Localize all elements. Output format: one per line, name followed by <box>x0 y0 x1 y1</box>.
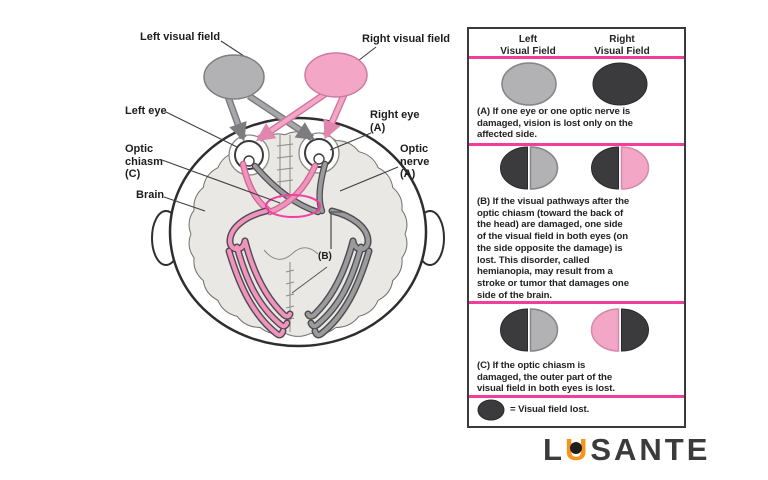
label-optic-chiasm: Optic chiasm (C) <box>125 143 163 180</box>
field-ellipse-c-left <box>500 308 559 352</box>
pink-field-projections <box>255 91 348 142</box>
legend-label: = Visual field lost. <box>510 404 590 415</box>
right-eye-shape <box>304 138 334 168</box>
field-ellipse-b-left <box>500 146 559 190</box>
label-left-visual-field: Left visual field <box>140 31 221 43</box>
label-right-visual-field: Right visual field <box>362 33 451 45</box>
brain-outline <box>188 131 408 337</box>
gray-field-projections <box>223 92 316 142</box>
panel-header-right: Right Visual Field <box>594 34 650 57</box>
leader-lines <box>161 40 399 212</box>
logo-letter-u: U <box>565 433 590 466</box>
field-ellipse-a-right <box>592 62 648 106</box>
label-optic-nerve: Optic nerve (A) <box>400 143 430 180</box>
legend-lost-ellipse <box>477 399 505 421</box>
panel-text-a: (A) If one eye or one optic nerve is dam… <box>477 106 633 141</box>
left-visual-field-ellipse <box>203 54 265 100</box>
field-ellipse-a-left <box>501 62 557 106</box>
panel-text-c: (C) If the optic chiasm is damaged, the … <box>477 360 615 395</box>
lusante-logo: LUSANTE <box>543 433 710 466</box>
logo-letters-sante: SANTE <box>590 432 711 467</box>
label-b-marker: (B) <box>318 251 332 262</box>
b-bracket <box>291 211 345 294</box>
logo-eye-icon <box>569 442 582 454</box>
logo-letter-l: L <box>543 432 565 467</box>
panel-divider <box>469 301 684 304</box>
panel-divider <box>469 395 684 398</box>
panel-divider <box>469 56 684 59</box>
optic-chiasm-highlight <box>265 194 321 218</box>
field-ellipse-c-right <box>590 308 649 352</box>
label-right-eye: Right eye (A) <box>370 109 420 134</box>
panel-header-left: Left Visual Field <box>500 34 556 57</box>
left-eye-shape <box>234 140 264 170</box>
label-brain: Brain <box>136 189 165 201</box>
panel-text-b: (B) If the visual pathways after the opt… <box>477 196 630 301</box>
right-visual-field-ellipse <box>304 52 368 98</box>
legend-panel: Left Visual Field Right Visual Field (A)… <box>467 27 686 428</box>
optic-radiations-left <box>225 207 294 339</box>
optic-radiations-right <box>304 207 373 339</box>
field-ellipse-b-right <box>591 146 650 190</box>
panel-divider <box>469 143 684 146</box>
label-left-eye: Left eye <box>125 105 167 117</box>
